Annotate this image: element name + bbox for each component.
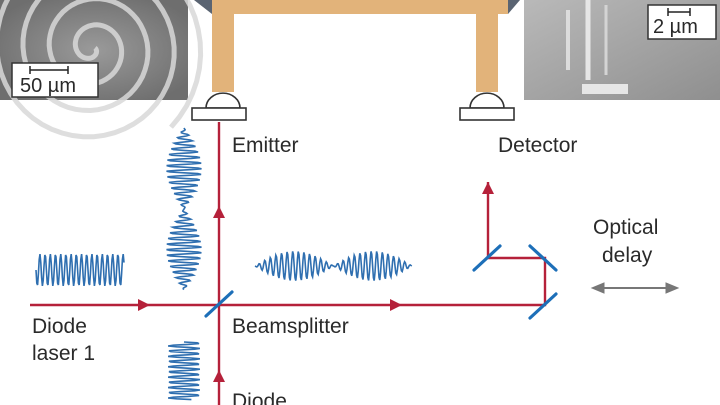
arrow-up-emitter [213, 206, 225, 218]
right-scale-label: 2 µm [653, 16, 698, 38]
left-prism [194, 0, 212, 14]
emitter-label: Emitter [232, 134, 299, 157]
arrow-laser1 [138, 299, 150, 311]
diode-laser1-label-line2: laser 1 [32, 342, 95, 365]
diode-laser2-label: Diode [232, 390, 287, 405]
wave-beat-horizontal [254, 251, 413, 281]
wave-laser1 [35, 253, 125, 287]
waveforms [35, 127, 413, 401]
optical-delay-arrow [590, 282, 680, 294]
detector-element [459, 92, 515, 121]
sem-micrograph-inset: 2 µm [524, 0, 720, 100]
delay-mirror-top[interactable] [528, 244, 558, 272]
emitter-element [191, 92, 247, 121]
arrow-combined [390, 299, 402, 311]
wave-beat-vertical [166, 127, 202, 291]
arrow-up-laser2 [213, 370, 225, 382]
left-scale-box [11, 62, 99, 98]
mirrors [204, 244, 558, 320]
right-scale-box [647, 4, 717, 40]
beamsplitter-mirror[interactable] [204, 290, 234, 318]
optical-delay-label-line2: delay [602, 244, 653, 267]
left-scale-label: 50 µm [20, 75, 76, 97]
beamsplitter-label: Beamsplitter [232, 315, 349, 338]
beam-arrowheads [138, 182, 494, 382]
laser1-beam [30, 182, 547, 307]
turning-mirror[interactable] [472, 244, 502, 272]
diode-laser1-label-line1: Diode [32, 315, 87, 338]
right-prism [508, 0, 520, 14]
detector-label: Detector [498, 134, 577, 157]
wave-laser2 [167, 341, 201, 401]
terahertz-beam-path [212, 0, 508, 92]
spiral-antenna-inset: 50 µm [0, 0, 204, 140]
arrow-up-detector [482, 182, 494, 194]
delay-mirror-bottom[interactable] [528, 292, 558, 320]
optical-delay-label-line1: Optical [593, 216, 658, 239]
